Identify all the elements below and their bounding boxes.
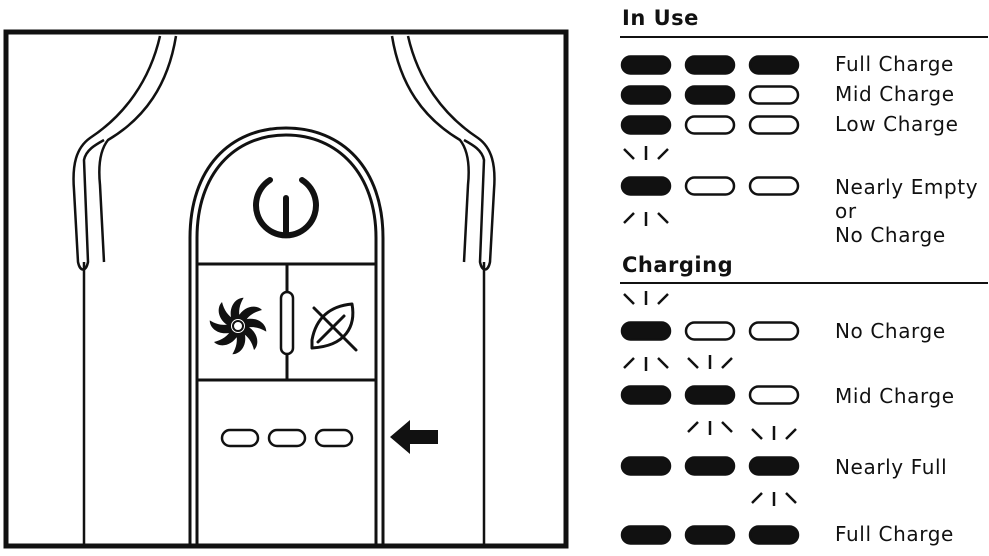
device-led-1 [220, 428, 260, 448]
in-use-row-mid-charge-label: Mid Charge [835, 82, 955, 106]
charging-row-1-led-3 [748, 321, 800, 341]
charging-row-full-charge-label: Full Charge [835, 522, 954, 546]
eco-mode-leaf-icon[interactable] [310, 302, 358, 352]
in-use-row-3-led-3 [748, 115, 800, 135]
device-led-3 [314, 428, 354, 448]
in-use-row-full-charge-label: Full Charge [835, 52, 954, 76]
charging-divider [620, 282, 988, 284]
in-use-row-2-led-1 [620, 85, 672, 105]
in-use-divider [620, 36, 988, 38]
flash-burst [623, 291, 669, 371]
vacuum-handle-illustration [3, 29, 569, 549]
arrow-left-icon [390, 420, 438, 454]
mode-switch-slider[interactable] [279, 290, 295, 356]
charging-row-1-led-1 [620, 321, 672, 341]
device-battery-leds [220, 428, 354, 448]
charging-row-3-led-1 [620, 456, 672, 476]
label-line: or [835, 199, 857, 223]
in-use-row-4-led-3 [748, 176, 800, 196]
flash-burst [623, 146, 669, 226]
charging-row-nearly-full-label: Nearly Full [835, 455, 948, 479]
in-use-row-1-led-2 [684, 55, 736, 75]
charging-row-2-led-2 [684, 385, 736, 405]
charging-row-2-led-1 [620, 385, 672, 405]
in-use-row-nearly-empty-label: Nearly Empty or No Charge [835, 175, 978, 247]
in-use-row-low-charge-label: Low Charge [835, 112, 959, 136]
flash-burst [751, 426, 797, 506]
power-icon[interactable] [253, 177, 319, 239]
charging-row-1-led-2 [684, 321, 736, 341]
in-use-row-2-led-2 [684, 85, 736, 105]
control-panel [188, 126, 385, 546]
charging-row-4-led-1 [620, 525, 672, 545]
illustration-frame [3, 29, 569, 549]
charging-heading: Charging [622, 253, 734, 277]
charging-row-3-led-2 [684, 456, 736, 476]
in-use-row-3-led-1 [620, 115, 672, 135]
charging-row-no-charge-label: No Charge [835, 319, 946, 343]
charging-row-4-led-3 [748, 525, 800, 545]
in-use-row-3-led-2 [684, 115, 736, 135]
charging-row-4-led-2 [684, 525, 736, 545]
boost-mode-fan-icon[interactable] [207, 295, 268, 356]
handle-outline [72, 35, 496, 546]
flash-burst [687, 355, 733, 435]
charging-row-2-led-3 [748, 385, 800, 405]
charging-row-3-led-3 [748, 456, 800, 476]
charging-row-mid-charge-label: Mid Charge [835, 384, 955, 408]
led-legend-graphics [620, 55, 800, 545]
in-use-row-2-led-3 [748, 85, 800, 105]
in-use-row-4-led-2 [684, 176, 736, 196]
label-line: No Charge [835, 223, 946, 247]
in-use-row-1-led-1 [620, 55, 672, 75]
in-use-row-1-led-3 [748, 55, 800, 75]
in-use-row-4-led-1 [620, 176, 672, 196]
label-line: Nearly Empty [835, 175, 979, 199]
device-led-2 [267, 428, 307, 448]
in-use-heading: In Use [622, 6, 699, 30]
